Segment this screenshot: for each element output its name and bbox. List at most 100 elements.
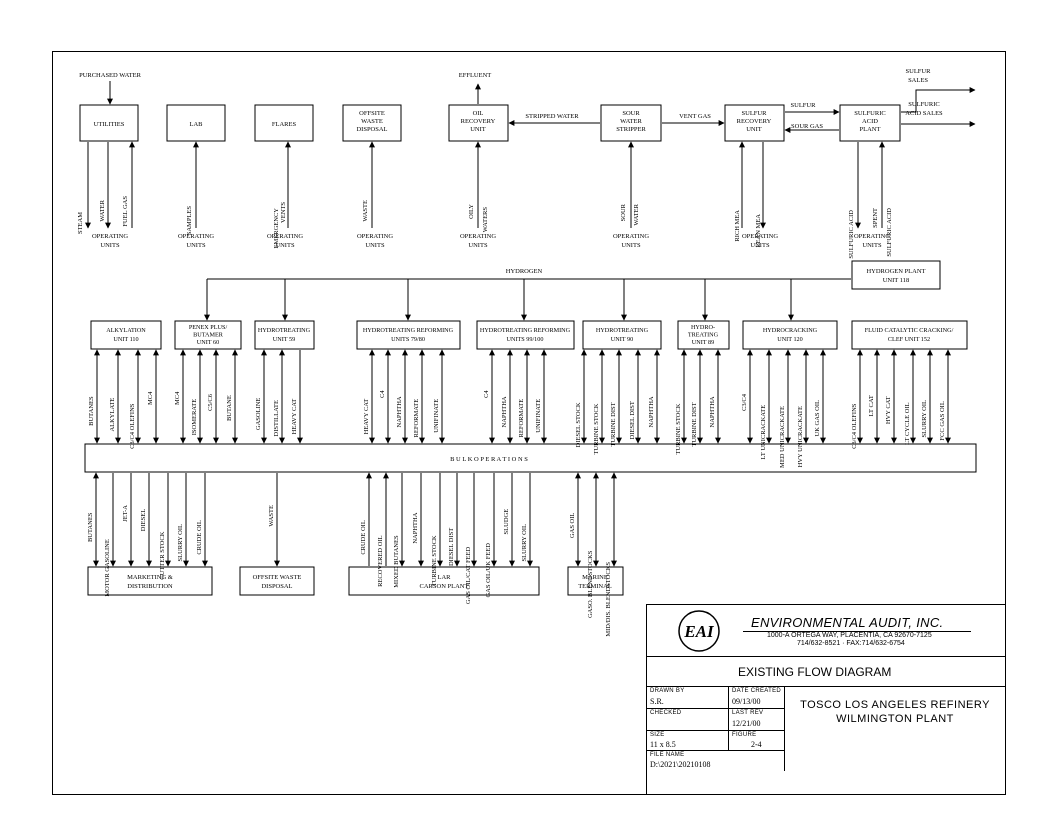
sulfur-sales-label-line-1: SALES	[908, 77, 928, 84]
ht90-stream-label-3: DIESEL DIST	[629, 401, 636, 439]
lar-stream-label-8: SLUDGE	[503, 509, 510, 535]
h2-label-line-1: UNIT 118	[883, 277, 910, 284]
fcc-stream-label-3: LT CYCLE OIL	[904, 402, 911, 445]
last-rev-value: 12/21/00	[732, 719, 761, 728]
offsite-waste-label-line-0: OFFSITE WASTE	[253, 574, 302, 581]
operating-units-3-line-0: OPERATING	[357, 233, 393, 240]
marine-label-line-1: TERMINAL	[578, 583, 612, 590]
hc120-label-line-1: UNIT 120	[777, 336, 803, 343]
penex-stream-label-1: ISOMERATE	[191, 399, 198, 436]
company-address: 1000-A ORTEGA WAY, PLACENTIA, CA 92670-7…	[767, 632, 932, 639]
marketing-stream-label-0: BUTANES	[87, 512, 94, 542]
lar-stream-label-3: NAPHTHA	[412, 512, 419, 543]
sulfuric-acid-box	[839, 104, 901, 142]
sour-gas-label: SOUR GAS	[791, 123, 823, 130]
ht79-stream-label-2: NAPHTHA	[396, 396, 403, 427]
effluent-label: EFFLUENT	[459, 72, 492, 79]
hc120-box	[742, 320, 838, 350]
file-name-value: D:\2021\20210108	[650, 760, 711, 769]
lar-stream-label-9: SLURRY OIL	[521, 524, 528, 562]
sour-label-line-1: WATER	[620, 118, 642, 125]
operating-units-2-line-1: UNITS	[275, 242, 295, 249]
ht59-box	[254, 320, 315, 350]
figure-cell: FIGURE 2-4	[729, 731, 785, 751]
offsite-waste-box	[342, 104, 402, 142]
ht59-stream-label-2: HEAVY CAT	[291, 399, 298, 435]
operating-units-0-line-1: UNITS	[100, 242, 120, 249]
marine-stream-label-0: GAS OIL	[569, 513, 576, 538]
sour-water-label-2: WATER	[633, 203, 640, 225]
h2-label-line-0: HYDROGEN PLANT	[866, 268, 925, 275]
sulfur-sales-label-line-0: SULFUR	[906, 68, 932, 75]
ht89-label-line-1: TREATING	[688, 332, 719, 339]
ht59-stream-label-1: DISTILLATE	[273, 400, 280, 436]
acid-label-line-1: ACID	[862, 118, 878, 125]
ht79-stream-label-0: HEAVY CAT	[363, 399, 370, 435]
marketing-label-line-0: MARKETING &	[127, 574, 173, 581]
project-line-1: TOSCO LOS ANGELES REFINERY	[800, 699, 990, 711]
operating-units-1-line-1: UNITS	[186, 242, 206, 249]
sulfur-label-line-0: SULFUR	[742, 110, 768, 117]
ht90-stream-label-4: NAPHTHA	[648, 396, 655, 427]
project-name: TOSCO LOS ANGELES REFINERY WILMINGTON PL…	[785, 687, 1005, 747]
operating-units-6-line-1: UNITS	[750, 242, 770, 249]
lar-label-line-0: LAR	[438, 574, 452, 581]
penex-box	[174, 320, 242, 350]
oil-label-line-1: RECOVERY	[461, 118, 496, 125]
purchased-water-label: PURCHASED WATER	[79, 72, 141, 79]
lar-label-line-1: CARSON PLANT	[420, 583, 469, 590]
hc120-label-line-0: HYDROCRACKING	[763, 327, 818, 334]
vent-gas-label: VENT GAS	[679, 113, 711, 120]
operating-units-3-line-1: UNITS	[365, 242, 385, 249]
penex-stream-label-2: C5/C6	[207, 393, 214, 411]
hc120-stream-label-0: C3/C4	[741, 393, 748, 411]
offsite-waste-disposal-box	[239, 566, 315, 596]
drawing-title: EXISTING FLOW DIAGRAM	[647, 657, 1005, 687]
drawn-by-cell: DRAWN BY S.R.	[647, 687, 729, 709]
ht99-box	[476, 320, 575, 350]
hc120-stream-label-1: LT UNICRACKATE	[760, 405, 767, 460]
ht90-label-line-0: HYDROTREATING	[596, 327, 649, 334]
marketing-stream-label-3: DIESEL	[140, 509, 147, 531]
lean-mea-label: LEAN MEA	[755, 214, 762, 248]
ht90-stream-label-2: TURBINE DIST	[610, 402, 617, 446]
alky-stream-label-3: MC4	[147, 391, 154, 405]
oil-recovery-box	[448, 104, 509, 142]
lar-stream-label-7: GAS OIL/UK FEED	[485, 543, 492, 598]
alkylation-label-line-1: UNIT 110	[113, 336, 138, 343]
operating-units-5-line-1: UNITS	[621, 242, 641, 249]
utilities-box	[79, 104, 139, 142]
emergency-label-1: EMERGENCY	[273, 208, 280, 249]
sulfuric-acid-label: SULFURIC ACID	[848, 210, 855, 259]
alky-stream-label-1: ALKYLATE	[109, 398, 116, 432]
lar-stream-label-0: CRUDE OIL	[360, 520, 367, 555]
ht89-stream-label-0: TURBINE STOCK	[675, 403, 682, 454]
sulfur-label-line-2: UNIT	[746, 126, 762, 133]
operating-units-7-line-1: UNITS	[862, 242, 882, 249]
lar-stream-label-4: TURBINE STOCK	[431, 535, 438, 586]
bulk-operations-box	[84, 443, 977, 473]
hc120-stream-label-4: UK GAS OIL	[814, 400, 821, 437]
ht79-label-line-0: HYDROTREATING REFORMING	[363, 327, 454, 334]
hc120-stream-label-2: MED UNICRACKATE	[779, 406, 786, 468]
operating-units-1-line-0: OPERATING	[178, 233, 214, 240]
lar-stream-label-2: MIXED BUTANES	[393, 535, 400, 588]
company-name: ENVIRONMENTAL AUDIT, INC.	[751, 615, 944, 630]
checked-cell: CHECKED	[647, 709, 729, 731]
company-logo: EAI	[678, 610, 720, 652]
ht89-stream-label-1: TURBINE DIST	[691, 402, 698, 446]
company-underline	[743, 631, 971, 632]
marketing-label-line-1: DISTRIBUTION	[127, 583, 173, 590]
operating-units-6-line-0: OPERATING	[742, 233, 778, 240]
hc120-stream-label-3: HVY UNICRACKATE	[797, 406, 804, 467]
project-line-2: WILMINGTON PLANT	[836, 713, 954, 725]
ht79-label-line-1: UNITS 79/80	[391, 336, 425, 343]
lar-carson-box	[348, 566, 540, 596]
marine-terminal-box	[567, 566, 624, 596]
fcc-label-line-0: FLUID CATALYTIC CRACKING/	[865, 327, 954, 334]
penex-label-line-1: BUTAMER	[193, 332, 224, 339]
company-cell: EAI ENVIRONMENTAL AUDIT, INC. 1000-A ORT…	[647, 605, 1005, 657]
fcc-stream-label-5: FCC GAS OIL	[939, 401, 946, 440]
company-phone: 714/632-8521 · FAX:714/632-6754	[797, 640, 905, 647]
